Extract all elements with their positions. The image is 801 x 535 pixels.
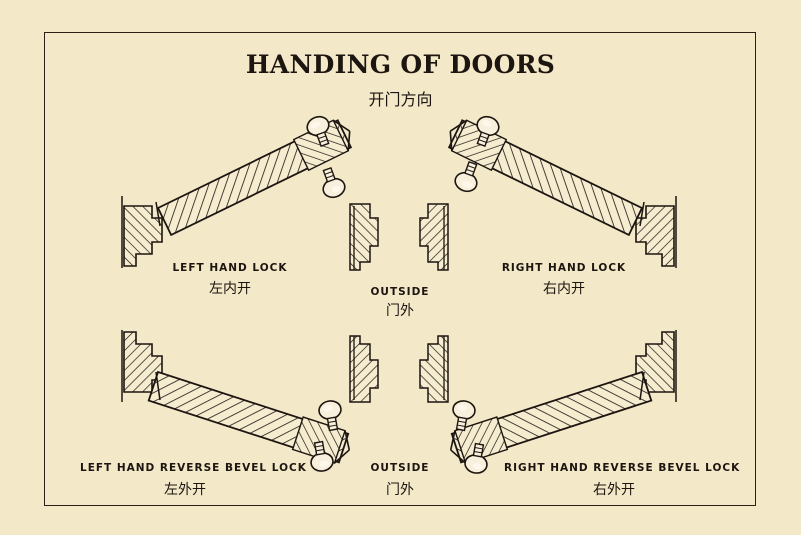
outside-bottom-cn-label: 门外	[386, 482, 414, 498]
left-hand-lock-cn-label: 左内开	[209, 281, 251, 297]
page-title: HANDING OF DOORS	[245, 50, 556, 79]
page-subtitle: 开门方向	[368, 90, 433, 109]
left-hand-reverse-bevel-label: LEFT HAND REVERSE BEVEL LOCK	[80, 462, 307, 474]
outside-top-label: OUTSIDE	[370, 286, 430, 298]
right-hand-reverse-bevel-cn-label: 右外开	[593, 482, 635, 498]
outside-top-cn-label: 门外	[386, 303, 414, 319]
left-hand-reverse-bevel-figure	[121, 329, 356, 474]
outside-bottom-figure	[349, 335, 449, 403]
right-hand-reverse-bevel-figure	[444, 329, 677, 476]
outside-bottom-label: OUTSIDE	[370, 462, 430, 474]
diagram-frame	[44, 32, 756, 506]
right-hand-lock-cn-label: 右内开	[543, 281, 585, 297]
right-hand-reverse-bevel-label: RIGHT HAND REVERSE BEVEL LOCK	[504, 462, 741, 474]
left-hand-lock-label: LEFT HAND LOCK	[172, 262, 288, 274]
right-hand-lock-figure	[441, 112, 677, 269]
left-hand-lock-figure	[121, 112, 359, 269]
right-hand-lock-label: RIGHT HAND LOCK	[501, 262, 627, 274]
left-hand-reverse-bevel-cn-label: 左外开	[164, 482, 206, 498]
outside-top-figure	[349, 203, 449, 271]
